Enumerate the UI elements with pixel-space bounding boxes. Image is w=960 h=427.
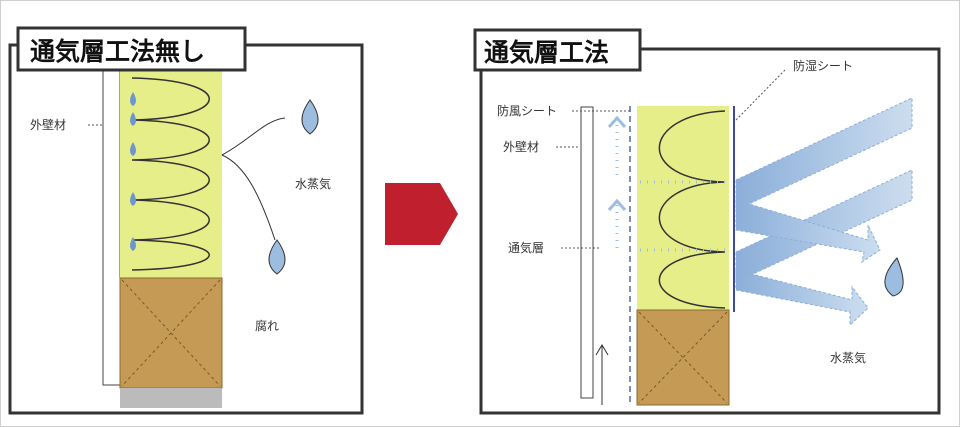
insulation-coil — [658, 110, 726, 309]
vapor-character-icon — [268, 99, 319, 275]
label-air-layer: 通気層 — [508, 240, 544, 255]
vapor-character-icon — [884, 257, 904, 297]
air-inlet-arrow-icon — [595, 344, 609, 405]
label-water-vapor: 水蒸気 — [830, 350, 866, 365]
right-panel: 防風シート 外壁材 通気層 防湿シート 水蒸気 通気層工法 — [473, 28, 941, 415]
left-title-box — [16, 26, 247, 72]
label-exterior-wall: 外壁材 — [30, 117, 66, 132]
insulation — [637, 106, 729, 310]
left-panel: 外壁材 水蒸気 腐れ 通気層工法無し — [8, 26, 364, 415]
leader-lines — [556, 69, 786, 249]
exterior-wall-board — [102, 49, 121, 386]
vapor-flow-arrows — [735, 97, 913, 327]
foundation — [120, 388, 222, 408]
wood-cross — [121, 279, 221, 387]
transition-arrow-icon — [385, 183, 458, 245]
label-wind-barrier: 防風シート — [497, 103, 557, 118]
exterior-wall-board — [580, 106, 594, 399]
insulation-coil — [131, 77, 210, 271]
label-rot: 腐れ — [255, 318, 279, 333]
label-exterior-wall: 外壁材 — [503, 139, 539, 154]
right-title: 通気層工法 — [484, 38, 609, 67]
water-drop-icons — [130, 92, 136, 251]
airflow-arrows — [615, 125, 728, 252]
label-vapor-barrier: 防湿シート — [793, 58, 853, 73]
crack-lines — [221, 117, 286, 241]
right-title-box — [473, 28, 642, 72]
airflow-arrowheads-icon — [607, 115, 627, 211]
label-water-vapor: 水蒸気 — [295, 176, 331, 191]
left-title: 通気層工法無し — [30, 37, 205, 66]
